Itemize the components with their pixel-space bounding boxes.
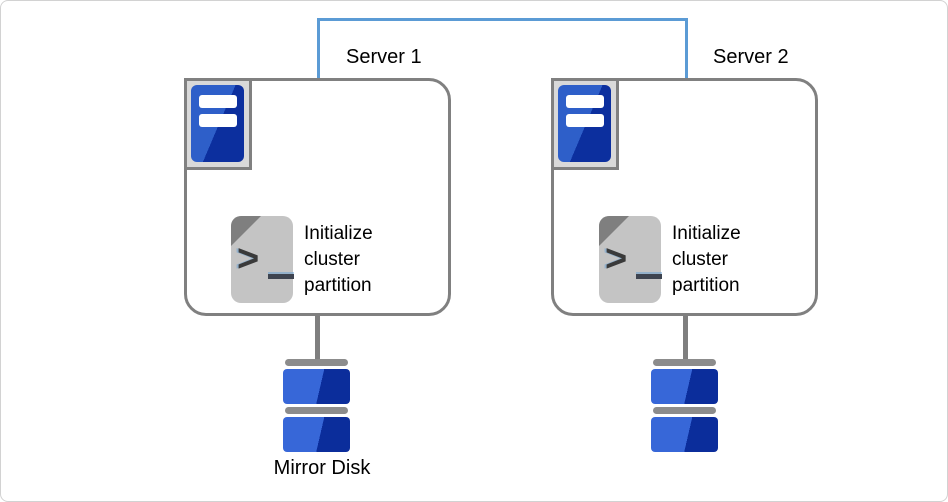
disk-bar [653, 359, 716, 366]
disk-bar [285, 407, 348, 414]
disk-bar [653, 407, 716, 414]
server1-disk-icon [283, 359, 350, 452]
disk-platter [283, 417, 350, 452]
server2-disk-connector [683, 314, 688, 361]
terminal-cursor-underscore [636, 274, 662, 279]
server2-action-text: Initialize cluster partition [672, 223, 741, 296]
server1-disk-connector [315, 314, 320, 361]
disk-platter [651, 369, 718, 404]
terminal-prompt-glyph: > [237, 238, 260, 280]
interconnect-line-vertical-server2 [685, 18, 688, 79]
disk-bar [285, 359, 348, 366]
server2-terminal-script-icon: > [599, 216, 662, 303]
server-tower-icon [191, 85, 244, 162]
server1-label: Server 1 [346, 46, 422, 68]
terminal-cursor-underscore [268, 274, 294, 279]
interconnect-line-horizontal [317, 18, 688, 21]
server2-disk-icon [651, 359, 718, 452]
interconnect-line-vertical-server1 [317, 18, 320, 79]
server-slot-bar [199, 114, 237, 127]
disk-platter [651, 417, 718, 452]
server2-server-icon [551, 78, 619, 170]
server-slot-bar [566, 95, 604, 108]
server-tower-icon [558, 85, 611, 162]
server-slot-bar [199, 95, 237, 108]
server-slot-bar [566, 114, 604, 127]
server1-action-text: Initialize cluster partition [304, 223, 373, 296]
mirror-disk-label: Mirror Disk [273, 457, 371, 479]
server1-server-icon [184, 78, 252, 170]
server1-terminal-script-icon: > [231, 216, 294, 303]
terminal-prompt-glyph: > [605, 238, 628, 280]
server2-label: Server 2 [713, 46, 789, 68]
disk-platter [283, 369, 350, 404]
